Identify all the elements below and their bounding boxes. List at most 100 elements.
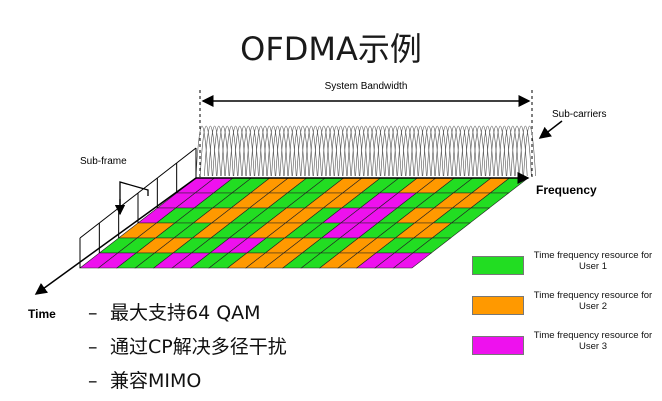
time-axis <box>34 177 197 295</box>
subcarrier-wave <box>372 125 385 177</box>
resource-grid <box>79 177 529 269</box>
subcarrier-wave <box>498 125 511 177</box>
system-bandwidth-label: System Bandwidth <box>325 81 408 92</box>
subcarrier-wave <box>363 125 377 177</box>
subcarrier-wave <box>304 125 318 177</box>
sub-frame-label: Sub-frame <box>80 156 127 167</box>
slide-title: OFDMA示例 <box>240 30 422 68</box>
subcarrier-wave <box>275 125 289 177</box>
sub-frame-top <box>79 222 100 239</box>
subcarrier-wave <box>506 125 520 177</box>
subcarrier-wave <box>267 125 280 177</box>
subcarrier-wave <box>220 125 234 177</box>
legend-swatch-user1 <box>472 256 524 275</box>
frequency-label: Frequency <box>536 183 597 197</box>
subcarrier-wave <box>456 125 469 177</box>
subcarrier-wave <box>241 125 255 177</box>
subcarrier-wave <box>519 125 532 177</box>
subcarrier-wave <box>271 125 284 177</box>
subcarrier-wave <box>523 125 536 177</box>
sub-frame-top <box>137 177 158 194</box>
subcarrier-waves <box>195 125 536 177</box>
subcarrier-wave <box>514 125 528 177</box>
subcarrier-wave <box>443 125 457 177</box>
subcarrier-wave <box>397 125 410 177</box>
legend-swatch-user3 <box>472 336 524 355</box>
legend-swatch-user2 <box>472 296 524 315</box>
sub-frame-top <box>176 147 197 164</box>
subcarrier-wave <box>204 125 217 177</box>
subcarrier-wave <box>279 125 293 177</box>
subcarrier-wave <box>359 125 373 177</box>
subcarrier-wave <box>401 125 415 177</box>
subcarrier-wave <box>325 125 339 177</box>
subcarrier-wave <box>296 125 310 177</box>
subcarrier-wave <box>376 125 389 177</box>
subcarrier-wave <box>283 125 297 177</box>
subcarrier-wave <box>237 125 251 177</box>
subcarrier-wave <box>292 125 305 177</box>
subcarrier-wave <box>199 125 213 177</box>
bullet-item: –通过CP解决多径干扰 <box>88 332 287 366</box>
subcarrier-wave <box>367 125 381 177</box>
subcarrier-wave <box>493 125 507 177</box>
subcarrier-wave <box>380 125 394 177</box>
subcarrier-wave <box>409 125 423 177</box>
subcarrier-wave <box>422 125 436 177</box>
subcarrier-wave <box>451 125 465 177</box>
bullet-item: –最大支持64 QAM <box>88 298 287 332</box>
subcarrier-wave <box>393 125 406 177</box>
subcarrier-wave <box>346 125 360 177</box>
subcarrier-wave <box>330 125 343 177</box>
subcarrier-wave <box>447 125 461 177</box>
resource-cell-user3 <box>392 252 433 269</box>
sub-frame-top <box>99 207 119 224</box>
subcarrier-wave <box>233 125 247 177</box>
subcarrier-wave <box>351 125 364 177</box>
subcarrier-wave <box>212 125 226 177</box>
subcarrier-wave <box>342 125 356 177</box>
subcarrier-wave <box>468 125 482 177</box>
bullet-dash: – <box>88 302 98 324</box>
bullet-item: –兼容MIMO <box>88 366 287 400</box>
bullet-text: 兼容MIMO <box>110 370 202 392</box>
subcarrier-wave <box>439 125 452 177</box>
subcarrier-wave <box>405 125 419 177</box>
sub-frame-top <box>118 192 139 209</box>
subcarrier-wave <box>229 125 242 177</box>
subcarrier-wave <box>195 125 209 177</box>
bullet-list: –最大支持64 QAM –通过CP解决多径干扰 –兼容MIMO <box>88 298 287 400</box>
subcarrier-wave <box>430 125 444 177</box>
subcarrier-wave <box>300 125 314 177</box>
subcarrier-wave <box>384 125 398 177</box>
subcarrier-wave <box>216 125 230 177</box>
legend-text-user1: Time frequency resource for User 1 <box>533 250 653 272</box>
subcarrier-wave <box>460 125 473 177</box>
subcarrier-wave <box>321 125 335 177</box>
subcarrier-wave <box>258 125 272 177</box>
subcarrier-wave <box>388 125 402 177</box>
subcarrier-wave <box>418 125 431 177</box>
subcarrier-wave <box>288 125 301 177</box>
subcarrier-wave <box>250 125 263 177</box>
sub-carriers-label: Sub-carriers <box>552 109 606 120</box>
subcarrier-wave <box>485 125 499 177</box>
subcarrier-wave <box>426 125 440 177</box>
subcarrier-wave <box>510 125 524 177</box>
subcarrier-wave <box>481 125 494 177</box>
subcarrier-wave <box>225 125 238 177</box>
bullet-text: 最大支持64 QAM <box>110 302 261 324</box>
subcarrier-wave <box>435 125 448 177</box>
subcarrier-wave <box>309 125 322 177</box>
subcarrier-wave <box>317 125 331 177</box>
sub-frame-bracket <box>119 181 149 214</box>
subcarrier-wave <box>334 125 347 177</box>
subcarrier-wave <box>355 125 368 177</box>
subcarrier-wave <box>313 125 326 177</box>
subcarrier-wave <box>414 125 427 177</box>
subcarrier-wave <box>502 125 515 177</box>
bullet-text: 通过CP解决多径干扰 <box>110 336 287 358</box>
subcarrier-wave <box>489 125 503 177</box>
